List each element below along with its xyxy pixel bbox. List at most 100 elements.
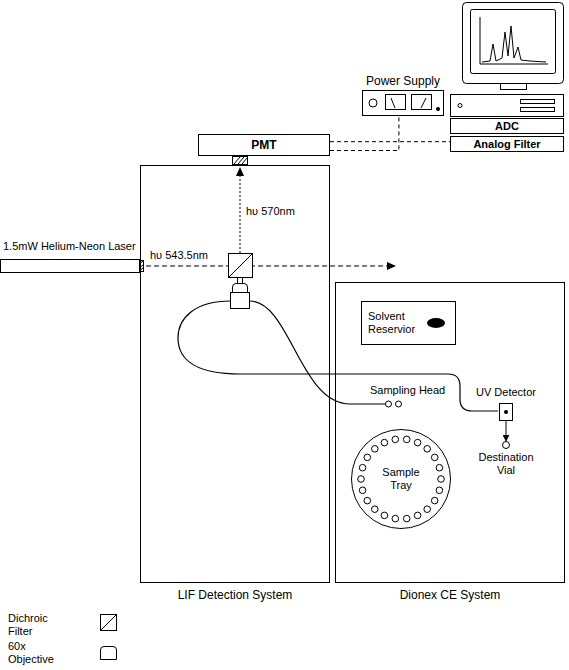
part-label: Sampling Head (370, 384, 445, 397)
node-label: Analog Filter (473, 138, 540, 151)
objective-symbol (233, 284, 248, 293)
optics (229, 254, 253, 309)
sampling-port (396, 401, 402, 407)
vial-position (424, 506, 431, 513)
vial-position (431, 454, 438, 461)
emission-beam (236, 167, 244, 253)
legend-symbols (101, 615, 117, 660)
meter-dial (412, 95, 432, 110)
node-label: Dionex CE System (336, 588, 564, 602)
dichroic-diagonal (229, 254, 253, 278)
vial-position (359, 487, 366, 494)
window-frame (233, 157, 248, 165)
vial-position (372, 446, 379, 453)
vial-position (372, 506, 379, 513)
signal-cable (330, 116, 399, 151)
vial-position (364, 454, 371, 461)
vial-position (403, 436, 410, 443)
vial-position (431, 497, 438, 504)
dichroic-diagonal (101, 615, 117, 631)
filter-box: Analog Filter (450, 136, 564, 152)
knob (369, 99, 377, 107)
node-label: ADC (495, 120, 519, 133)
capillary (178, 301, 498, 411)
vial-position (381, 512, 388, 519)
reservoir-bottle (427, 318, 445, 328)
signal-cable (330, 141, 450, 142)
node-label: Sample Tray (376, 466, 426, 492)
hatching (234, 157, 247, 164)
sampling-head (386, 401, 402, 407)
capillary-holder (231, 293, 250, 309)
vial-position (403, 515, 410, 522)
vial-position (359, 464, 366, 471)
vial-position (414, 512, 421, 519)
vial-position (438, 476, 445, 483)
dichroic-symbol (101, 615, 117, 631)
node-label: UV Detector (471, 386, 541, 399)
vial-position (358, 476, 365, 483)
power-supply-panel (363, 91, 443, 115)
objective-symbol (101, 647, 117, 660)
excitation-beam (146, 262, 396, 270)
vial-position (381, 439, 388, 446)
vial-position (424, 446, 431, 453)
indicator-dot (436, 107, 440, 111)
computer (451, 3, 564, 117)
vial-symbol (502, 441, 510, 449)
pmt-box: PMT (198, 134, 330, 156)
vial-position (392, 515, 399, 522)
drive-slot (521, 100, 555, 104)
power-supply-box: Power Supply (362, 90, 444, 116)
wavelength-label: hυ 543.5nm (150, 249, 208, 262)
vial-position (392, 436, 399, 443)
node-label: LIF Detection System (141, 588, 329, 602)
beam-line (240, 176, 241, 253)
meter-dial (386, 95, 406, 110)
dichroic-filter (229, 254, 253, 278)
detector-cell (499, 403, 513, 421)
electropherogram-trace (482, 26, 546, 62)
destination-vial: Destination Vial (471, 441, 541, 477)
reservoir-box: Solvent Reservior (361, 301, 456, 345)
node-label: Power Supply (366, 74, 440, 88)
uv-detector: UV Detector (471, 386, 541, 421)
pmt-window (233, 157, 248, 165)
legend-label: 60x Objective (8, 640, 64, 666)
legend-label: Dichroic Filter (8, 612, 64, 638)
beam-arrowhead (236, 167, 244, 176)
laser-tube: 1.5mW Helium-Neon Laser (0, 259, 140, 273)
flow-arrow (506, 421, 507, 441)
monitor-housing (463, 3, 564, 84)
capillary-loop (178, 301, 498, 411)
system-unit (451, 95, 564, 117)
wavelength-label: hυ 570nm (246, 205, 295, 218)
vial-position (436, 487, 443, 494)
chart-axes (480, 17, 548, 64)
beam-line (146, 266, 388, 267)
system-enclosure: Dionex CE SystemSolvent ReserviorSample … (335, 282, 565, 583)
drive-slot (521, 108, 555, 112)
detector-window (504, 410, 508, 414)
meter-needle (391, 98, 395, 108)
power-button (458, 104, 462, 108)
node-label: Destination Vial (471, 451, 541, 477)
monitor-stand (501, 84, 527, 90)
sample-tray: Sample Tray (351, 429, 451, 529)
system-enclosure: LIF Detection System (140, 165, 330, 583)
meter-needle (421, 98, 426, 108)
vial-position (364, 497, 371, 504)
node-label: PMT (251, 138, 276, 152)
monitor-screen (471, 10, 556, 74)
vial-position (414, 439, 421, 446)
node-label: Solvent Reservior (368, 310, 428, 336)
sampling-port (386, 401, 392, 407)
objective-stem (238, 278, 243, 284)
node-label: 1.5mW Helium-Neon Laser (3, 240, 136, 253)
beam-arrowhead (387, 262, 396, 270)
vial-position (436, 464, 443, 471)
adc-box: ADC (450, 118, 564, 134)
